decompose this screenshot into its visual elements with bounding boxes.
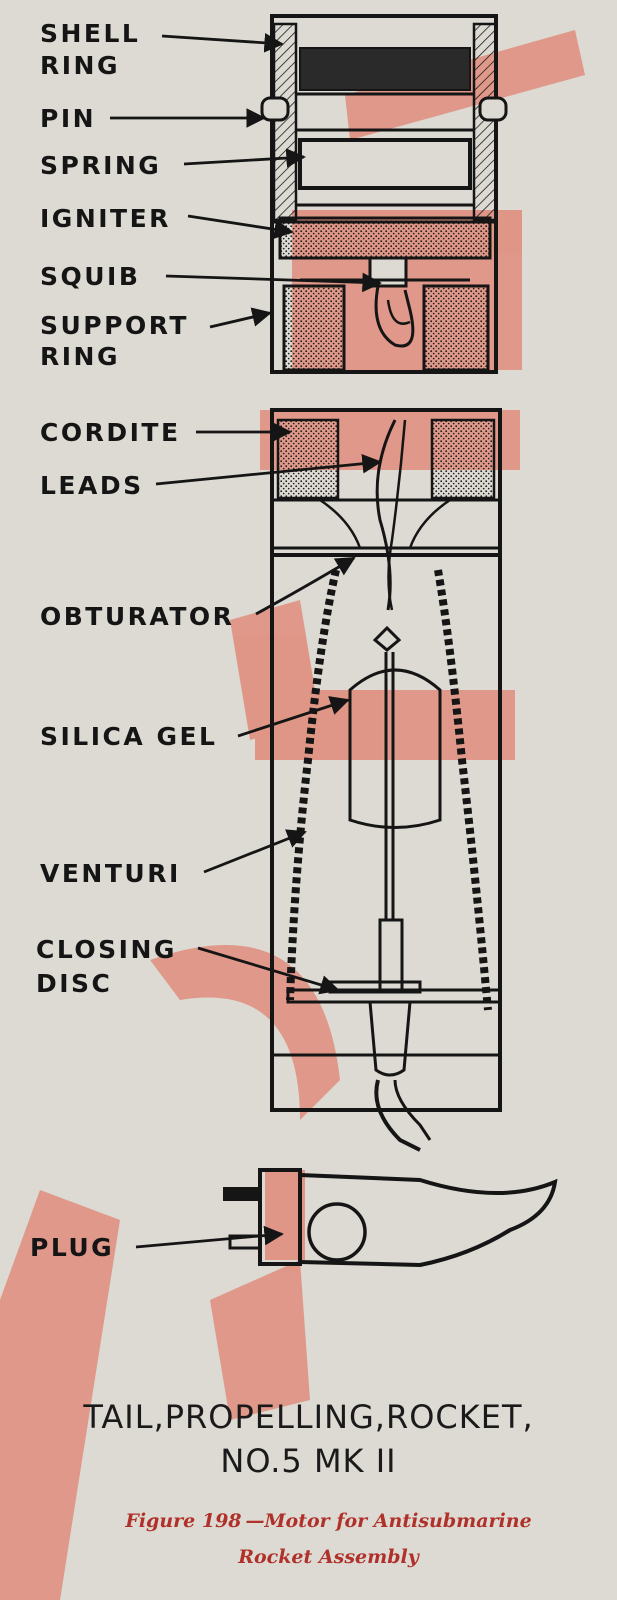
diagram-title-line1: TAIL,PROPELLING,ROCKET, <box>83 1398 534 1436</box>
label-venturi: VENTURI <box>40 859 181 888</box>
figure-caption-line1: Figure 198—Motor for Antisubmarine <box>0 1510 617 1532</box>
motor-assembly <box>270 408 502 1152</box>
label-support-ring-line2: RING <box>40 342 120 371</box>
label-spring: SPRING <box>40 151 161 180</box>
figure-number: Figure 198 <box>125 1510 242 1532</box>
label-closing-disc-line1: CLOSING <box>36 935 177 964</box>
label-obturator: OBTURATOR <box>40 602 234 631</box>
labels: SHELL RING PIN SPRING IGNITER SQUIB SUPP… <box>30 19 234 1262</box>
figure-caption-text: —Motor for Antisubmarine <box>245 1510 532 1532</box>
label-plug: PLUG <box>30 1233 114 1262</box>
plug-assembly <box>223 1168 558 1268</box>
label-igniter: IGNITER <box>40 204 171 233</box>
label-silica-gel: SILICA GEL <box>40 722 217 751</box>
label-pin: PIN <box>40 104 96 133</box>
label-support-ring-line1: SUPPORT <box>40 311 189 340</box>
label-leads: LEADS <box>40 471 144 500</box>
diagram-title-line2: NO.5 MK II <box>220 1442 397 1480</box>
label-closing-disc-line2: DISC <box>36 969 112 998</box>
label-shell-ring-line2: RING <box>40 51 120 80</box>
label-shell-ring-line1: SHELL <box>40 19 140 48</box>
label-squib: SQUIB <box>40 262 140 291</box>
figure-caption-line2: Rocket Assembly <box>238 1546 419 1568</box>
head-assembly <box>260 14 508 374</box>
leader-lines <box>110 33 382 1249</box>
label-cordite: CORDITE <box>40 418 181 447</box>
